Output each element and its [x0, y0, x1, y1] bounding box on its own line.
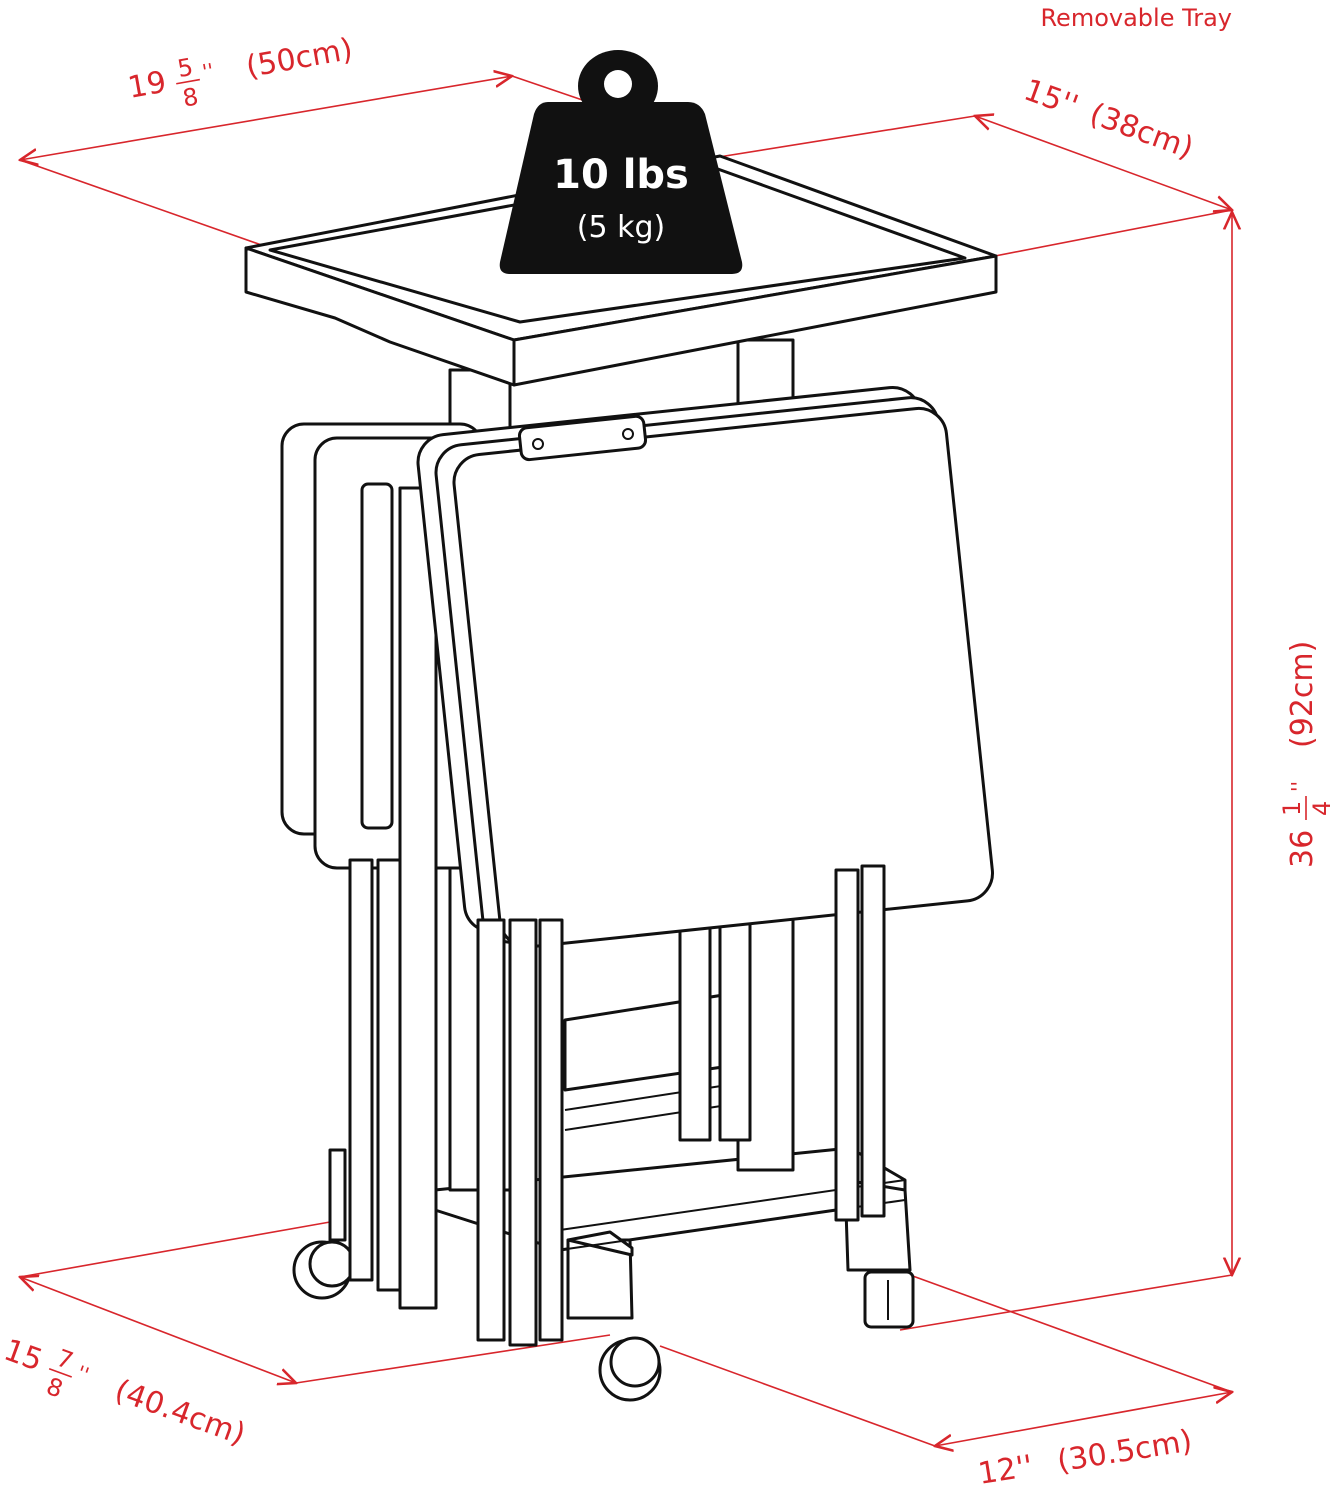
svg-text:5: 5 — [175, 53, 195, 83]
svg-text:'': '' — [201, 58, 216, 84]
removable-tray-label: Removable Tray — [1040, 4, 1232, 32]
svg-text:8: 8 — [181, 82, 201, 112]
svg-text:'': '' — [74, 1361, 93, 1387]
dimension-lines — [20, 76, 1232, 1446]
tray-stand-drawing: 10 lbs (5 kg) — [244, 50, 998, 1402]
svg-text:36: 36 — [1285, 830, 1320, 868]
top-depth-arrow — [975, 116, 1232, 210]
svg-text:(92cm): (92cm) — [1285, 641, 1320, 748]
svg-text:19: 19 — [125, 65, 169, 106]
svg-text:15'': 15'' — [1019, 73, 1082, 125]
height-label: 36 1 4 '' (92cm) — [1278, 641, 1330, 868]
base-width-arrow — [20, 1277, 296, 1383]
base-depth-arrow — [935, 1392, 1232, 1446]
weight-lbs: 10 lbs — [553, 152, 689, 198]
height-extension-bottom — [899, 1274, 1233, 1331]
base-width-extension-top — [19, 1221, 331, 1278]
base-depth-extension-left — [659, 1345, 936, 1447]
caster-left — [292, 1240, 356, 1300]
folded-tray-back-legs — [348, 482, 438, 1310]
top-depth-extension-left — [699, 115, 976, 161]
svg-text:4: 4 — [1308, 801, 1330, 816]
caster-front — [598, 1336, 662, 1402]
top-depth-extension-right — [994, 209, 1233, 257]
base-width-extension-bottom — [295, 1334, 611, 1384]
top-depth-label: 15'' (38cm) — [1019, 73, 1198, 167]
svg-text:15: 15 — [0, 1333, 47, 1379]
svg-text:(40.4cm): (40.4cm) — [110, 1373, 250, 1452]
svg-text:(38cm): (38cm) — [1085, 97, 1198, 167]
hinge-bracket — [517, 414, 648, 462]
top-width-extension-left — [19, 159, 271, 249]
caster-right — [863, 1270, 915, 1329]
folded-tray-front — [416, 385, 994, 949]
base-width-label: 15 7 8 '' (40.4cm) — [0, 1333, 250, 1453]
svg-text:1: 1 — [1278, 801, 1306, 816]
svg-text:12'': 12'' — [976, 1449, 1035, 1492]
svg-text:(30.5cm): (30.5cm) — [1055, 1424, 1195, 1480]
front-tray-legs — [476, 864, 886, 1347]
svg-text:(50cm): (50cm) — [243, 32, 355, 85]
svg-text:'': '' — [1287, 781, 1311, 792]
top-width-arrow — [20, 76, 512, 160]
weight-icon: 10 lbs (5 kg) — [499, 50, 743, 274]
top-width-label: 19 5 8 '' (50cm) — [125, 32, 355, 113]
base-depth-label: 12'' (30.5cm) — [976, 1424, 1195, 1492]
base-depth-extension-right — [909, 1274, 1233, 1393]
weight-kg: (5 kg) — [577, 210, 665, 245]
svg-text:8: 8 — [43, 1372, 67, 1404]
